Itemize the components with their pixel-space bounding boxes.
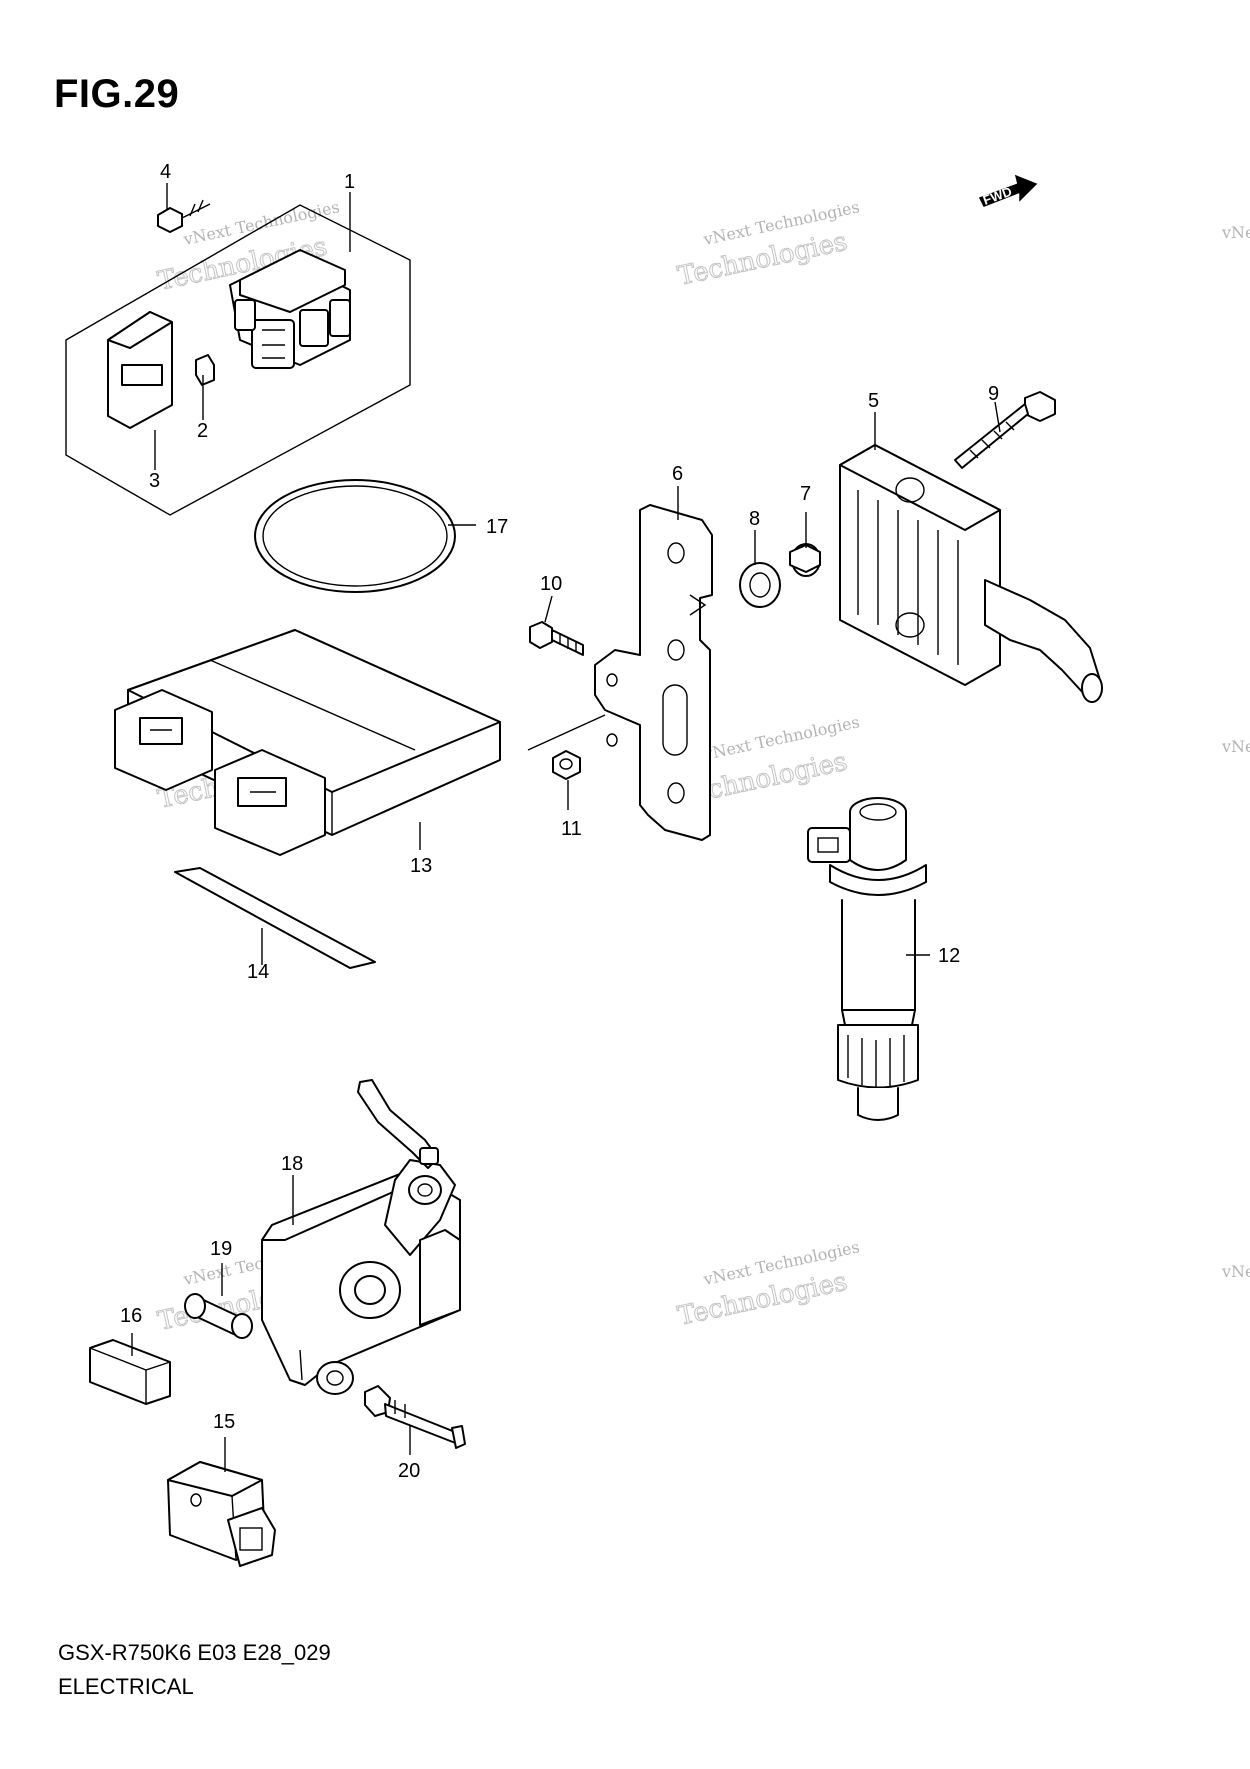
fwd-label: FWD bbox=[981, 184, 1014, 208]
regulator-bracket bbox=[527, 504, 713, 841]
callout-12: 12 bbox=[938, 945, 960, 967]
ignition-coil bbox=[807, 797, 927, 1121]
callout-4: 4 bbox=[160, 161, 171, 183]
model-code-label: GSX-R750K6 E03 E28_029 bbox=[58, 1640, 331, 1665]
callout-7: 7 bbox=[800, 483, 811, 505]
callout-10: 10 bbox=[540, 573, 562, 595]
section-name-label: ELECTRICAL bbox=[58, 1674, 194, 1699]
watermark-text: vNext bbox=[1221, 737, 1250, 756]
sensor-screw bbox=[364, 1385, 466, 1449]
callout-20: 20 bbox=[398, 1460, 420, 1482]
forward-direction-arrow-icon: FWD bbox=[978, 174, 1038, 208]
callout-17: 17 bbox=[486, 516, 508, 538]
callout-11: 11 bbox=[561, 818, 582, 840]
callout-5: 5 bbox=[868, 390, 879, 412]
watermark-text: vNext bbox=[1221, 1262, 1250, 1281]
callout-3: 3 bbox=[149, 470, 160, 492]
callout-leader-lines bbox=[131, 183, 1001, 1472]
callout-8: 8 bbox=[749, 508, 760, 530]
callout-15: 15 bbox=[213, 1411, 235, 1433]
o-ring-part bbox=[254, 479, 456, 593]
callout-14: 14 bbox=[247, 961, 269, 983]
grommet-and-collar bbox=[739, 543, 821, 608]
callout-19: 19 bbox=[210, 1238, 232, 1260]
sensor-unit bbox=[167, 1461, 276, 1567]
callout-6: 6 bbox=[672, 463, 683, 485]
callout-2: 2 bbox=[197, 420, 208, 442]
ecm-cushion-strip bbox=[174, 867, 376, 969]
callout-16: 16 bbox=[120, 1305, 142, 1327]
starter-relay-assembly bbox=[65, 199, 411, 516]
sensor-bracket-assembly bbox=[261, 1079, 461, 1395]
callout-13: 13 bbox=[410, 855, 432, 877]
cushion-block bbox=[89, 1339, 171, 1405]
spacer-part bbox=[184, 1293, 253, 1339]
callout-9: 9 bbox=[988, 383, 999, 405]
figure-title: FIG.29 bbox=[54, 72, 180, 116]
callout-1: 1 bbox=[344, 171, 355, 193]
ecm-unit bbox=[114, 629, 501, 856]
regulator-rectifier bbox=[839, 391, 1103, 703]
watermark-text: vNext bbox=[1221, 223, 1250, 242]
callout-18: 18 bbox=[281, 1153, 303, 1175]
callout-numbers: 1 2 3 4 5 6 7 8 9 10 11 12 13 14 15 16 1… bbox=[120, 161, 999, 1482]
